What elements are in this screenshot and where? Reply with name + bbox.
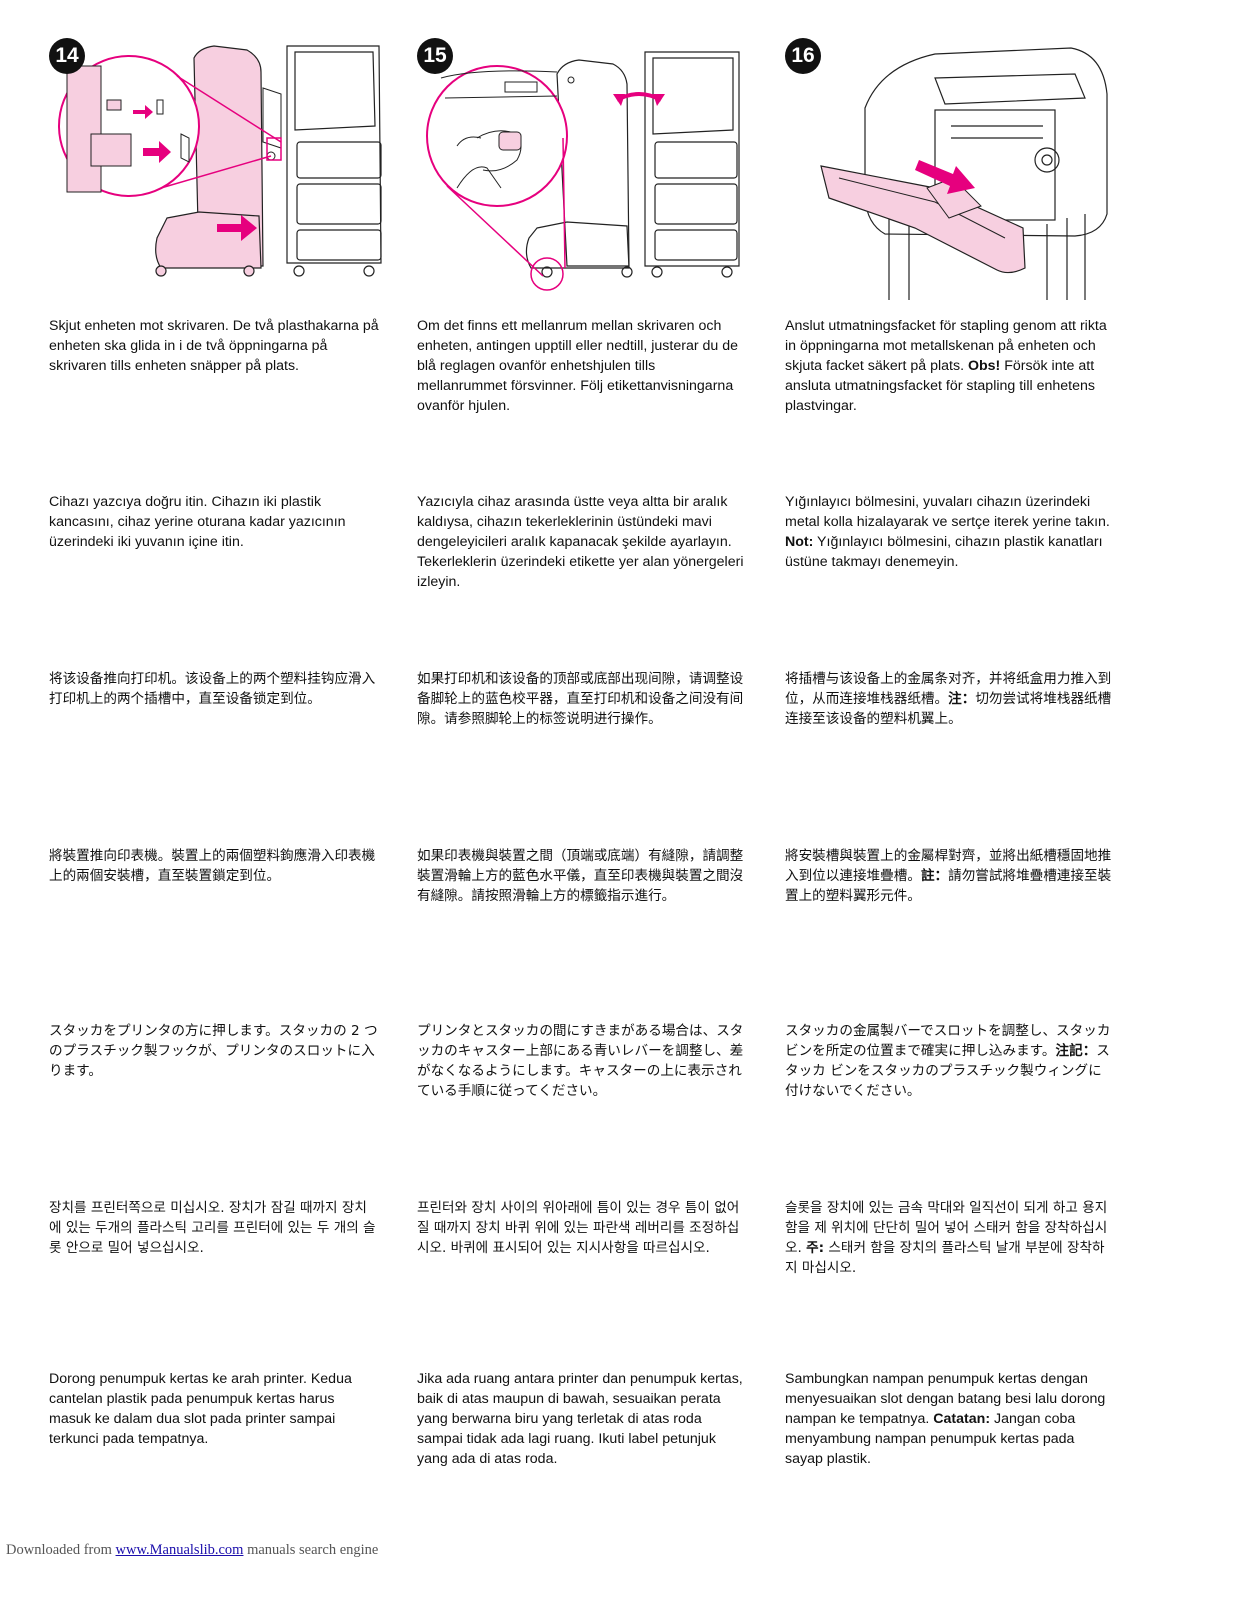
step-16-zh-cn-main: 将插槽与该设备上的金属条对齐，并将纸盒用力推入到位，从而连接堆栈器纸槽。 (785, 671, 1112, 707)
step-16-id-main: Sambungkan nampan penumpuk kertas dengan… (785, 1371, 1106, 1427)
step-15-text-sv: Om det finns ett mellanrum mellan skriva… (417, 318, 739, 414)
step-16-id-note: Jangan coba menyambung nampan penumpuk k… (785, 1411, 1076, 1467)
step-15-text-zh-cn: 如果打印机和该设备的顶部或底部出现间隙，请调整设备脚轮上的蓝色校平器，直至打印机… (417, 671, 744, 727)
step-16-ko-note-label: 주: (806, 1240, 825, 1256)
step-16-ko-main: 슬롯을 장치에 있는 금속 막대와 일직선이 되게 하고 용지함을 제 위치에 … (785, 1200, 1108, 1256)
step-14-text-zh-cn: 将该设备推向打印机。该设备上的两个塑料挂钩应滑入打印机上的两个插槽中，直至设备锁… (49, 671, 376, 707)
step-14-text-ja: スタッカをプリンタの方に押します。スタッカの 2 つのプラスチック製フックが、プ… (49, 1023, 378, 1079)
step-14-text-zh-tw: 將裝置推向印表機。裝置上的兩個塑料鉤應滑入印表機上的兩個安裝槽，直至裝置鎖定到位… (49, 848, 376, 884)
step-number-16: 16 (785, 38, 821, 74)
footer-prefix: Downloaded from (6, 1542, 116, 1558)
step-15-illustration (426, 51, 740, 291)
step-16-zh-tw-note: 請勿嘗試將堆疊槽連接至裝置上的塑料翼形元件。 (785, 868, 1112, 904)
step-16-text-tr: Yığınlayıcı bölmesini, yuvaları cihazın … (785, 492, 1115, 572)
step-15-text-ko: 프린터와 장치 사이의 위아래에 틈이 있는 경우 틈이 없어질 때까지 장치 … (417, 1200, 740, 1256)
step-14-text-sv: Skjut enheten mot skrivaren. De två plas… (49, 318, 379, 374)
step-16-ja-note: スタッカ ビンをスタッカのプラスチック製ウィングに付けないでください。 (785, 1043, 1110, 1099)
step-16-id-note-label: Catatan: (933, 1411, 991, 1427)
step-number-14: 14 (49, 38, 85, 74)
step-16-zh-cn-note: 切勿尝试将堆栈器纸槽连接至该设备的塑料机翼上。 (785, 691, 1112, 727)
step-16-text-ko: 슬롯을 장치에 있는 금속 막대와 일직선이 되게 하고 용지함을 제 위치에 … (785, 1198, 1115, 1278)
step-14-text-ko: 장치를 프린터쪽으로 미십시오. 장치가 잠길 때까지 장치에 있는 두개의 플… (49, 1200, 376, 1256)
step-16-sv-note: Försök inte att ansluta utmatningsfacket… (785, 358, 1095, 414)
download-footer: Downloaded from www.Manualslib.com manua… (6, 1542, 378, 1559)
step-16-zh-cn-note-label: 注： (948, 691, 976, 707)
step-16-text-zh-cn: 将插槽与该设备上的金属条对齐，并将纸盒用力推入到位，从而连接堆栈器纸槽。注：切勿… (785, 669, 1115, 729)
step-16-text-id: Sambungkan nampan penumpuk kertas dengan… (785, 1369, 1115, 1469)
step-16-text-ja: スタッカの金属製バーでスロットを調整し、スタッカ ビンを所定の位置まで確実に押し… (785, 1021, 1115, 1101)
step-16-tr-note: Yığınlayıcı bölmesini, cihazın plastik k… (785, 534, 1103, 570)
step-16-ko-note: 스태커 함을 장치의 플라스틱 날개 부분에 장착하지 마십시오. (785, 1240, 1105, 1276)
step-15-text-zh-tw: 如果印表機與裝置之間（頂端或底端）有縫隙，請調整裝置滑輪上方的藍色水平儀，直至印… (417, 848, 744, 904)
step-16-tr-main: Yığınlayıcı bölmesini, yuvaları cihazın … (785, 494, 1110, 530)
step-16-tr-note-label: Not: (785, 534, 814, 550)
step-16-text-zh-tw: 將安裝槽與裝置上的金屬桿對齊，並將出紙槽穩固地推入到位以連接堆疊槽。註：請勿嘗試… (785, 846, 1115, 906)
step-15-text-id: Jika ada ruang antara printer dan penump… (417, 1371, 743, 1467)
step-16-sv-main: Anslut utmatningsfacket för stapling gen… (785, 318, 1107, 374)
step-16-illustration (820, 47, 1108, 300)
step-15-text-ja: プリンタとスタッカの間にすきまがある場合は、スタッカのキャスター上部にある青いレ… (417, 1023, 744, 1099)
footer-suffix: manuals search engine (243, 1542, 379, 1558)
step-14-text-tr: Cihazı yazcıya doğru itin. Cihazın iki p… (49, 494, 346, 550)
step-16-ja-note-label: 注記： (1055, 1043, 1097, 1059)
step-15-text-tr: Yazıcıyla cihaz arasında üstte veya altt… (417, 494, 744, 590)
step-16-ja-main: スタッカの金属製バーでスロットを調整し、スタッカ ビンを所定の位置まで確実に押し… (785, 1023, 1111, 1059)
step-16-sv-note-label: Obs! (967, 358, 1001, 374)
step-14-text-id: Dorong penumpuk kertas ke arah printer. … (49, 1371, 352, 1447)
step-16-zh-tw-note-label: 註： (920, 868, 949, 884)
step-16-zh-tw-main: 將安裝槽與裝置上的金屬桿對齊，並將出紙槽穩固地推入到位以連接堆疊槽。 (785, 848, 1112, 884)
step-16-text-sv: Anslut utmatningsfacket för stapling gen… (785, 316, 1115, 416)
step-number-15: 15 (417, 38, 453, 74)
step-14-illustration (58, 45, 382, 277)
manualslib-link[interactable]: www.Manualslib.com (115, 1542, 244, 1558)
